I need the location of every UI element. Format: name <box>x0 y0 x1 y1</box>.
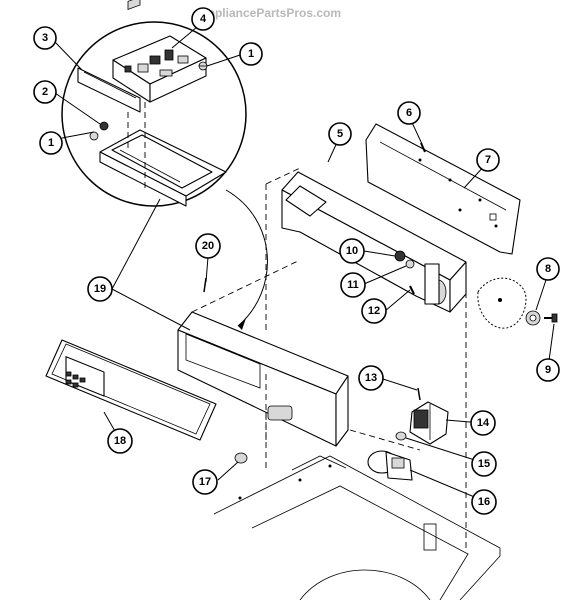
callout-13: 13 <box>358 365 384 391</box>
callout-2: 2 <box>33 80 57 104</box>
callout-label: 1 <box>248 48 254 60</box>
knob-part <box>525 310 541 326</box>
callout-5: 5 <box>328 122 352 146</box>
callout-label: 17 <box>199 476 211 488</box>
callout-label: 16 <box>478 496 490 508</box>
callout-label: 8 <box>545 263 551 275</box>
callout-label: 5 <box>337 128 343 140</box>
lower-housing-part <box>99 129 227 207</box>
washer-part <box>405 259 415 269</box>
bracket-part <box>77 67 141 113</box>
callout-label: 3 <box>42 32 48 44</box>
callout-label: 6 <box>406 107 412 119</box>
knob-part <box>234 452 248 464</box>
callout-label: 4 <box>200 13 207 25</box>
callout-11: 11 <box>340 272 366 298</box>
callout-label: 19 <box>94 283 106 295</box>
callout-1a: 1 <box>239 42 263 66</box>
callout-7: 7 <box>476 148 500 172</box>
control-board-part <box>112 0 207 103</box>
switch-part <box>409 401 449 445</box>
callout-label: 18 <box>114 435 126 447</box>
cover-part <box>477 277 527 329</box>
overlay-panel-part <box>45 339 217 441</box>
callout-label: 12 <box>368 305 380 317</box>
callout-8: 8 <box>536 257 560 281</box>
screw-part <box>198 61 208 71</box>
callout-15: 15 <box>471 451 497 477</box>
callout-label: 15 <box>478 458 490 470</box>
watermark-text: AppliancePartsPros.com <box>199 6 341 20</box>
callout-3: 3 <box>33 26 57 50</box>
screw-part <box>420 142 426 153</box>
callout-18: 18 <box>107 428 133 454</box>
callout-label: 7 <box>485 154 491 166</box>
screw-part <box>89 131 99 141</box>
callout-label: 11 <box>347 279 359 291</box>
callout-label: 14 <box>477 417 490 429</box>
callout-label: 13 <box>365 372 377 384</box>
callout-label: 9 <box>545 364 551 376</box>
callout-16: 16 <box>471 489 497 515</box>
nut-part <box>99 121 109 131</box>
screw-part <box>409 285 415 295</box>
screw-part <box>395 431 407 441</box>
cabinet-top-part <box>213 455 501 600</box>
callout-label: 1 <box>48 137 54 149</box>
callout-label: 20 <box>202 240 214 252</box>
callout-20: 20 <box>195 233 221 259</box>
callout-19: 19 <box>87 276 113 302</box>
pressure-switch-part <box>367 450 413 481</box>
callout-label: 2 <box>42 86 48 98</box>
callout-10: 10 <box>339 238 365 264</box>
callout-9: 9 <box>536 358 560 382</box>
callout-4: 4 <box>191 7 215 31</box>
detail-inset <box>61 0 247 207</box>
control-panel-part <box>177 311 349 447</box>
back-panel-part <box>365 123 521 255</box>
callout-14: 14 <box>470 410 496 436</box>
callout-12: 12 <box>361 298 387 324</box>
callout-17: 17 <box>192 469 218 495</box>
callout-1b: 1 <box>39 131 63 155</box>
callout-label: 10 <box>346 245 358 257</box>
nut-part <box>394 250 406 262</box>
screw-part <box>544 313 558 323</box>
leader-lines <box>54 21 555 502</box>
callout-6: 6 <box>397 101 421 125</box>
screw-part <box>417 387 421 401</box>
